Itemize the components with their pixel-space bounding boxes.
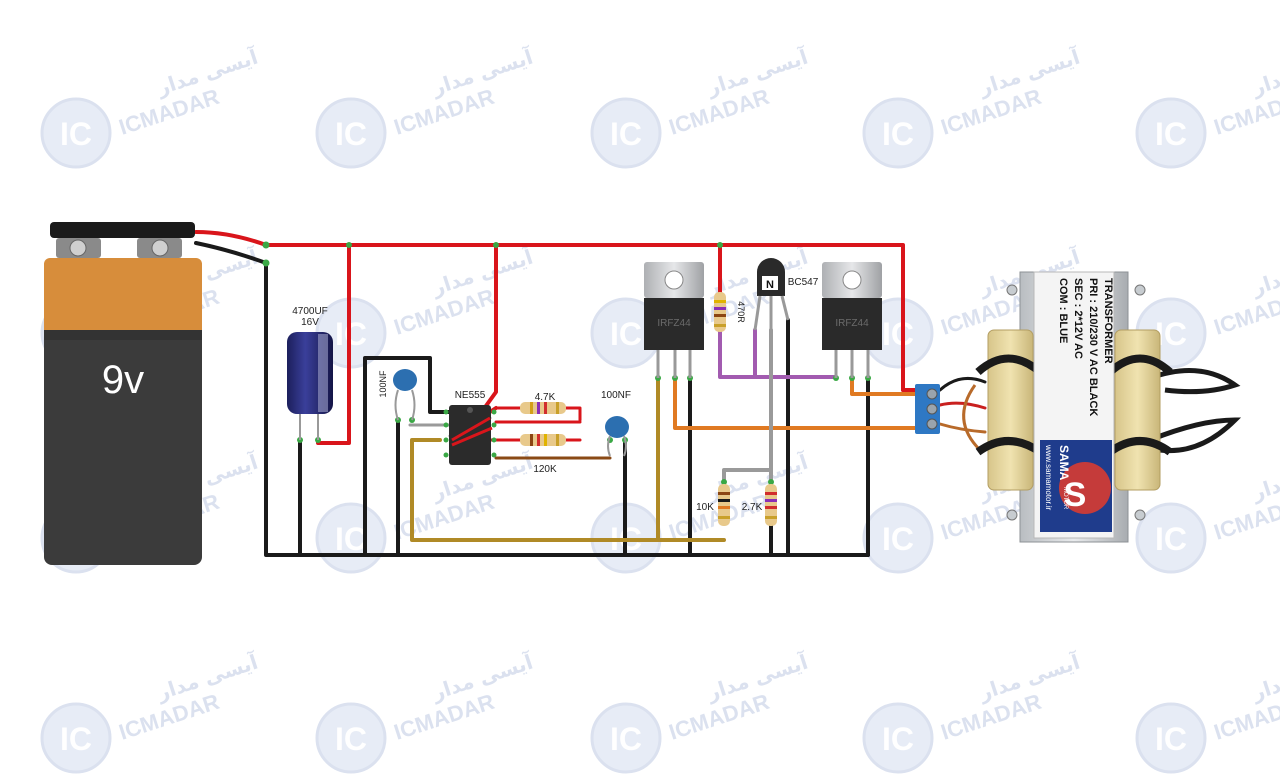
transistor-mark: N xyxy=(766,279,774,291)
svg-text:IC: IC xyxy=(882,116,914,152)
watermark-logo-icon xyxy=(862,97,934,169)
resistor-10k: 10K xyxy=(696,484,730,526)
watermark-logo-icon xyxy=(40,702,112,774)
svg-text:IC: IC xyxy=(60,721,92,757)
transistor-bc547: N BC547 xyxy=(753,258,819,331)
svg-text:IC: IC xyxy=(60,116,92,152)
svg-text:S: S xyxy=(1064,476,1087,514)
svg-text:IC: IC xyxy=(335,721,367,757)
ground-rail xyxy=(264,261,870,557)
svg-text:IC: IC xyxy=(610,316,642,352)
watermark-logo-icon xyxy=(590,702,662,774)
battery-black-lead xyxy=(194,241,268,265)
resistor-120k: 120K xyxy=(520,434,566,475)
ic-ne555: NE555 xyxy=(443,390,497,465)
resistor-2k7: 2.7K xyxy=(742,484,777,526)
capacitor-value: 4700UF xyxy=(292,306,328,317)
watermark-logo-icon xyxy=(1135,502,1207,574)
mosfet-right-label: IRFZ44 xyxy=(835,318,869,329)
svg-text:آیسی مدار: آیسی مدار xyxy=(1248,448,1280,505)
svg-text:آیسی مدار: آیسی مدار xyxy=(1248,648,1280,705)
svg-text:IC: IC xyxy=(882,521,914,557)
watermark-logo-icon xyxy=(40,97,112,169)
watermark-logo-icon xyxy=(315,97,387,169)
mosfet-left: IRFZ44 xyxy=(644,262,704,378)
watermark-logo-icon xyxy=(862,702,934,774)
ic-label: NE555 xyxy=(455,390,486,401)
cap-left-label: 100NF xyxy=(378,370,388,398)
svg-text:آیسی مدار: آیسی مدار xyxy=(1248,43,1280,100)
electrolytic-capacitor: 4700UF 16V xyxy=(287,306,333,440)
mosfet-right: IRFZ44 xyxy=(822,262,882,378)
ceramic-capacitor-left: 100NF xyxy=(378,369,417,421)
svg-text:IC: IC xyxy=(1155,721,1187,757)
wires xyxy=(194,230,987,557)
transformer-website: www.samamotor.ir xyxy=(1044,444,1053,511)
watermark-logo-icon xyxy=(862,502,934,574)
svg-text:IC: IC xyxy=(1155,521,1187,557)
ceramic-capacitor-right: 100NF xyxy=(601,390,631,457)
resistor-4k7-label: 4.7K xyxy=(535,392,556,403)
transformer: TRANSFORMER PRI : 210/230 V AC BLACK SEC… xyxy=(962,271,1242,543)
svg-text:IC: IC xyxy=(882,316,914,352)
svg-text:IC: IC xyxy=(335,116,367,152)
svg-text:IC: IC xyxy=(610,116,642,152)
transformer-label-plate: TRANSFORMER PRI : 210/230 V AC BLACK SEC… xyxy=(1057,278,1114,416)
svg-text:IC: IC xyxy=(882,721,914,757)
battery-label: 9v xyxy=(102,358,144,402)
battery-9v: 9v xyxy=(44,222,202,565)
svg-text:IC: IC xyxy=(610,721,642,757)
resistor-470r-label: 470R xyxy=(736,301,746,323)
resistor-2k7-label: 2.7K xyxy=(742,502,763,513)
transformer-title: TRANSFORMER xyxy=(1102,278,1114,364)
positive-rail xyxy=(264,243,905,392)
transformer-brand-sub: MOTOR xyxy=(1062,487,1068,510)
terminal-block xyxy=(915,384,940,434)
watermark-logo-icon xyxy=(1135,702,1207,774)
transformer-brand: SAMA xyxy=(1057,445,1071,481)
svg-text:IC: IC xyxy=(1155,116,1187,152)
svg-text:IC: IC xyxy=(335,521,367,557)
transformer-common: COM : BLUE xyxy=(1057,278,1069,343)
resistor-120k-label: 120K xyxy=(533,464,557,475)
transistor-label: BC547 xyxy=(788,277,819,288)
resistor-4k7: 4.7K xyxy=(520,392,566,414)
transformer-secondary: SEC : 2*12V AC xyxy=(1072,278,1084,359)
mosfet-left-label: IRFZ44 xyxy=(657,318,691,329)
watermark-logo-icon xyxy=(590,97,662,169)
resistor-10k-label: 10K xyxy=(696,502,714,513)
cap-right-label: 100NF xyxy=(601,390,631,401)
transformer-primary: PRI : 210/230 V AC BLACK xyxy=(1087,278,1099,416)
svg-text:آیسی مدار: آیسی مدار xyxy=(1248,243,1280,300)
watermark-logo-icon xyxy=(1135,97,1207,169)
watermark-logo-icon xyxy=(315,702,387,774)
battery-red-lead xyxy=(194,230,268,247)
capacitor-voltage: 16V xyxy=(301,317,319,328)
resistor-470r: 470R xyxy=(714,292,746,332)
